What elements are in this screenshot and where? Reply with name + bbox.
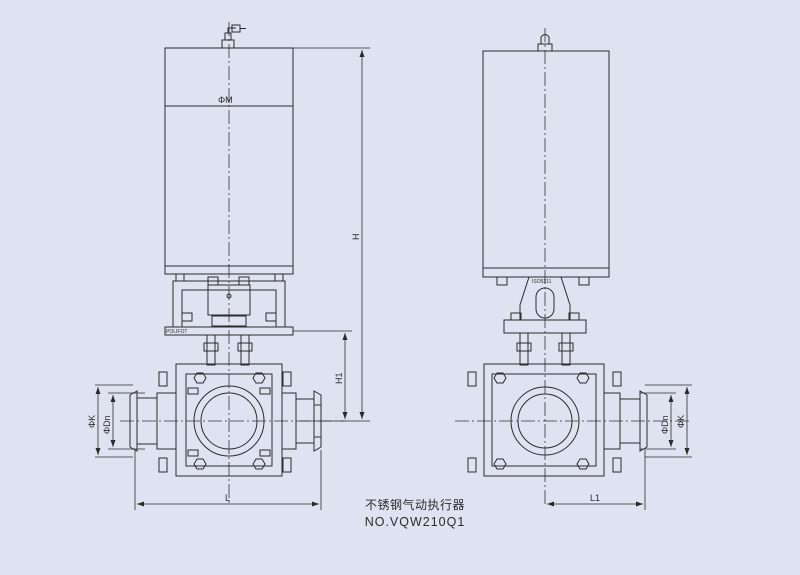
dim-h1-label: H1 [334,372,344,384]
dimension-labels: ΦM H H1 L L1 ΦK ΦDn ΦK ΦDn [87,95,686,503]
dim-phi-dn-side-label: ΦDn [660,415,670,434]
side-mount-plate-mark: ISO5211 [532,279,552,285]
model-number: NO.VQW210Q1 [364,515,466,529]
dim-h-label: H [351,234,361,241]
side-actuator-body [482,50,610,278]
front-air-fitting [221,24,246,49]
dim-l1-label: L1 [590,493,600,503]
dimension-lines [95,47,692,510]
dim-phi-k-front-label: ΦK [87,415,97,428]
front-mount-plate-mark: POLIFOT [166,329,187,335]
dim-phi-dn-front-label: ΦDn [102,415,112,434]
front-view [129,24,322,477]
side-view [467,34,648,477]
dim-phi-m-label: ΦM [218,95,233,105]
dim-phi-k-side-label: ΦK [676,415,686,428]
dim-l-label: L [225,493,230,503]
drawing-title: 不锈钢气动执行器 [364,498,465,512]
